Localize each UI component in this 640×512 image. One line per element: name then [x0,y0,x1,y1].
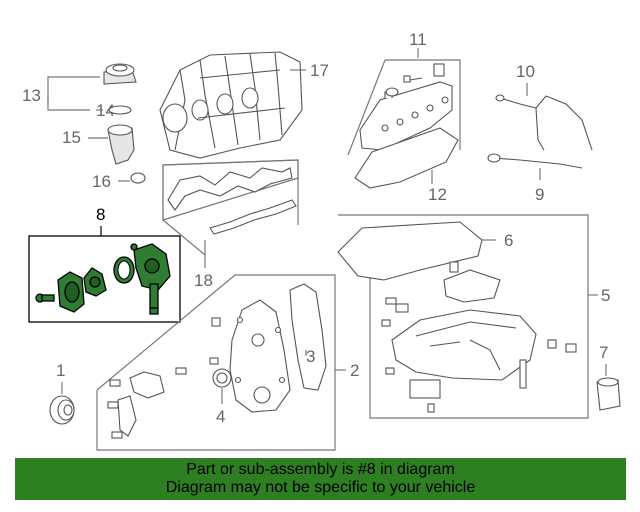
intake-gasket-lower[interactable] [209,199,297,235]
callout-15[interactable]: 15 [62,128,81,147]
filler-seal-ring[interactable] [108,105,132,115]
highlight-banner: Part or sub-assembly is #8 in diagram Di… [15,458,626,500]
oil-filler-tube[interactable] [107,124,135,165]
timing-cover[interactable] [229,299,291,413]
callout-4[interactable]: 4 [216,407,225,426]
callout-7[interactable]: 7 [599,343,608,362]
valve-cover-bolt[interactable] [403,75,423,83]
valve-cover-stud[interactable] [433,63,445,77]
callout-11[interactable]: 11 [409,30,427,49]
timing-cover-group: 2 3 4 [96,274,359,451]
water-pump-group: 8 [28,205,181,323]
timing-cover-gasket[interactable] [289,283,327,391]
valve-cover-group: 11 12 [347,30,461,204]
callout-12[interactable]: 12 [428,185,447,204]
oil-filter-group: 7 [596,343,621,411]
water-pump-assembly[interactable] [35,243,171,315]
oil-pump-pickup[interactable] [443,269,501,303]
dipstick[interactable] [487,153,583,169]
harmonic-balancer-group: 1 [49,361,75,425]
callout-5[interactable]: 5 [601,286,610,305]
dipstick-group: 10 9 [487,62,593,204]
callout-2[interactable]: 2 [350,361,359,380]
banner-line-1: Part or sub-assembly is #8 in diagram [186,461,455,478]
callout-16[interactable]: 16 [92,172,111,191]
valve-cover-gasket[interactable] [354,127,459,189]
oil-pan-group: 5 6 [337,214,610,419]
callout-1[interactable]: 1 [56,361,65,380]
oil-pan[interactable] [391,309,537,381]
water-pump-highlight-box [28,235,181,323]
callout-9[interactable]: 9 [535,185,544,204]
banner-line-2: Diagram may not be specific to your vehi… [165,479,476,496]
valve-cover[interactable] [359,81,453,151]
callout-14[interactable]: 14 [96,101,115,120]
callout-8[interactable]: 8 [96,205,105,224]
callout-10[interactable]: 10 [516,62,535,81]
callout-17[interactable]: 17 [310,61,329,80]
front-seal[interactable] [212,368,232,388]
oil-pan-gasket[interactable] [337,221,483,281]
oil-filter[interactable] [596,377,621,411]
callout-3[interactable]: 3 [306,347,315,366]
harmonic-balancer[interactable] [49,395,75,425]
oil-pan-hardware[interactable] [381,261,577,413]
valve-cover-grommet[interactable] [385,87,399,97]
filler-o-ring[interactable] [130,172,146,184]
intake-manifold[interactable] [159,51,303,159]
intake-gasket-upper[interactable] [167,167,293,211]
callout-13[interactable]: 13 [22,86,41,105]
oil-filler-cap[interactable] [103,63,137,85]
dipstick-tube[interactable] [495,94,593,151]
intake-manifold-group: 17 [159,51,329,159]
callout-6[interactable]: 6 [504,231,513,250]
intake-gasket-group: 18 [162,159,299,290]
oil-filler-group: 13 14 15 16 [22,63,146,191]
callout-18[interactable]: 18 [194,271,213,290]
timing-cover-hardware[interactable] [107,317,221,439]
